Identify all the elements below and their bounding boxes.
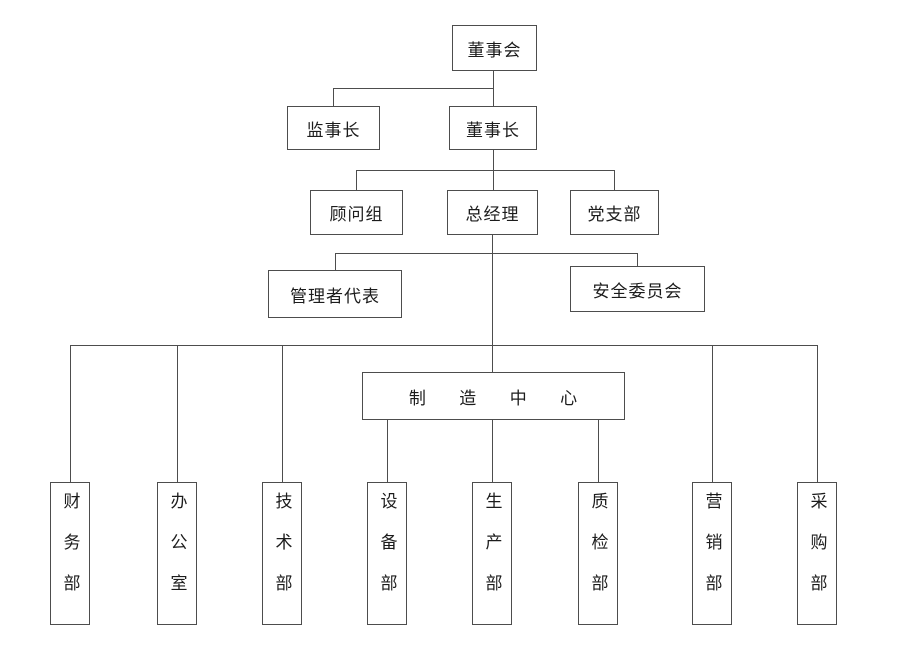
node-management-representative: 管理者代表 [268,270,402,318]
node-marketing-dept: 营销部 [692,482,732,625]
connector-line [817,345,818,482]
connector-line [598,420,599,482]
connector-line [333,88,494,89]
connector-line [335,253,637,254]
node-technology-dept: 技术部 [262,482,302,625]
connector-line [387,420,388,482]
connector-line [333,88,334,106]
node-quality-dept: 质检部 [578,482,618,625]
connector-line [493,71,494,88]
node-advisory-group: 顾问组 [310,190,403,235]
node-general-manager: 总经理 [447,190,538,235]
node-production-dept: 生产部 [472,482,512,625]
connector-line [282,345,283,482]
connector-line [335,253,336,270]
connector-line [70,345,817,346]
connector-line [712,345,713,482]
node-safety-committee: 安全委员会 [570,266,705,312]
connector-line [70,345,71,482]
connector-line [637,253,638,266]
node-purchasing-dept: 采购部 [797,482,837,625]
node-chief-supervisor: 监事长 [287,106,380,150]
connector-line [356,170,615,171]
connector-line [492,420,493,482]
node-manufacturing-center: 制 造 中 心 [362,372,625,420]
connector-line [492,235,493,372]
connector-line [177,345,178,482]
connector-line [493,170,494,190]
connector-line [614,170,615,190]
node-chairman: 董事长 [449,106,537,150]
node-party-branch: 党支部 [570,190,659,235]
node-finance-dept: 财务部 [50,482,90,625]
node-equipment-dept: 设备部 [367,482,407,625]
connector-line [493,150,494,170]
node-board-of-directors: 董事会 [452,25,537,71]
connector-line [493,88,494,106]
node-office: 办公室 [157,482,197,625]
connector-line [356,170,357,190]
